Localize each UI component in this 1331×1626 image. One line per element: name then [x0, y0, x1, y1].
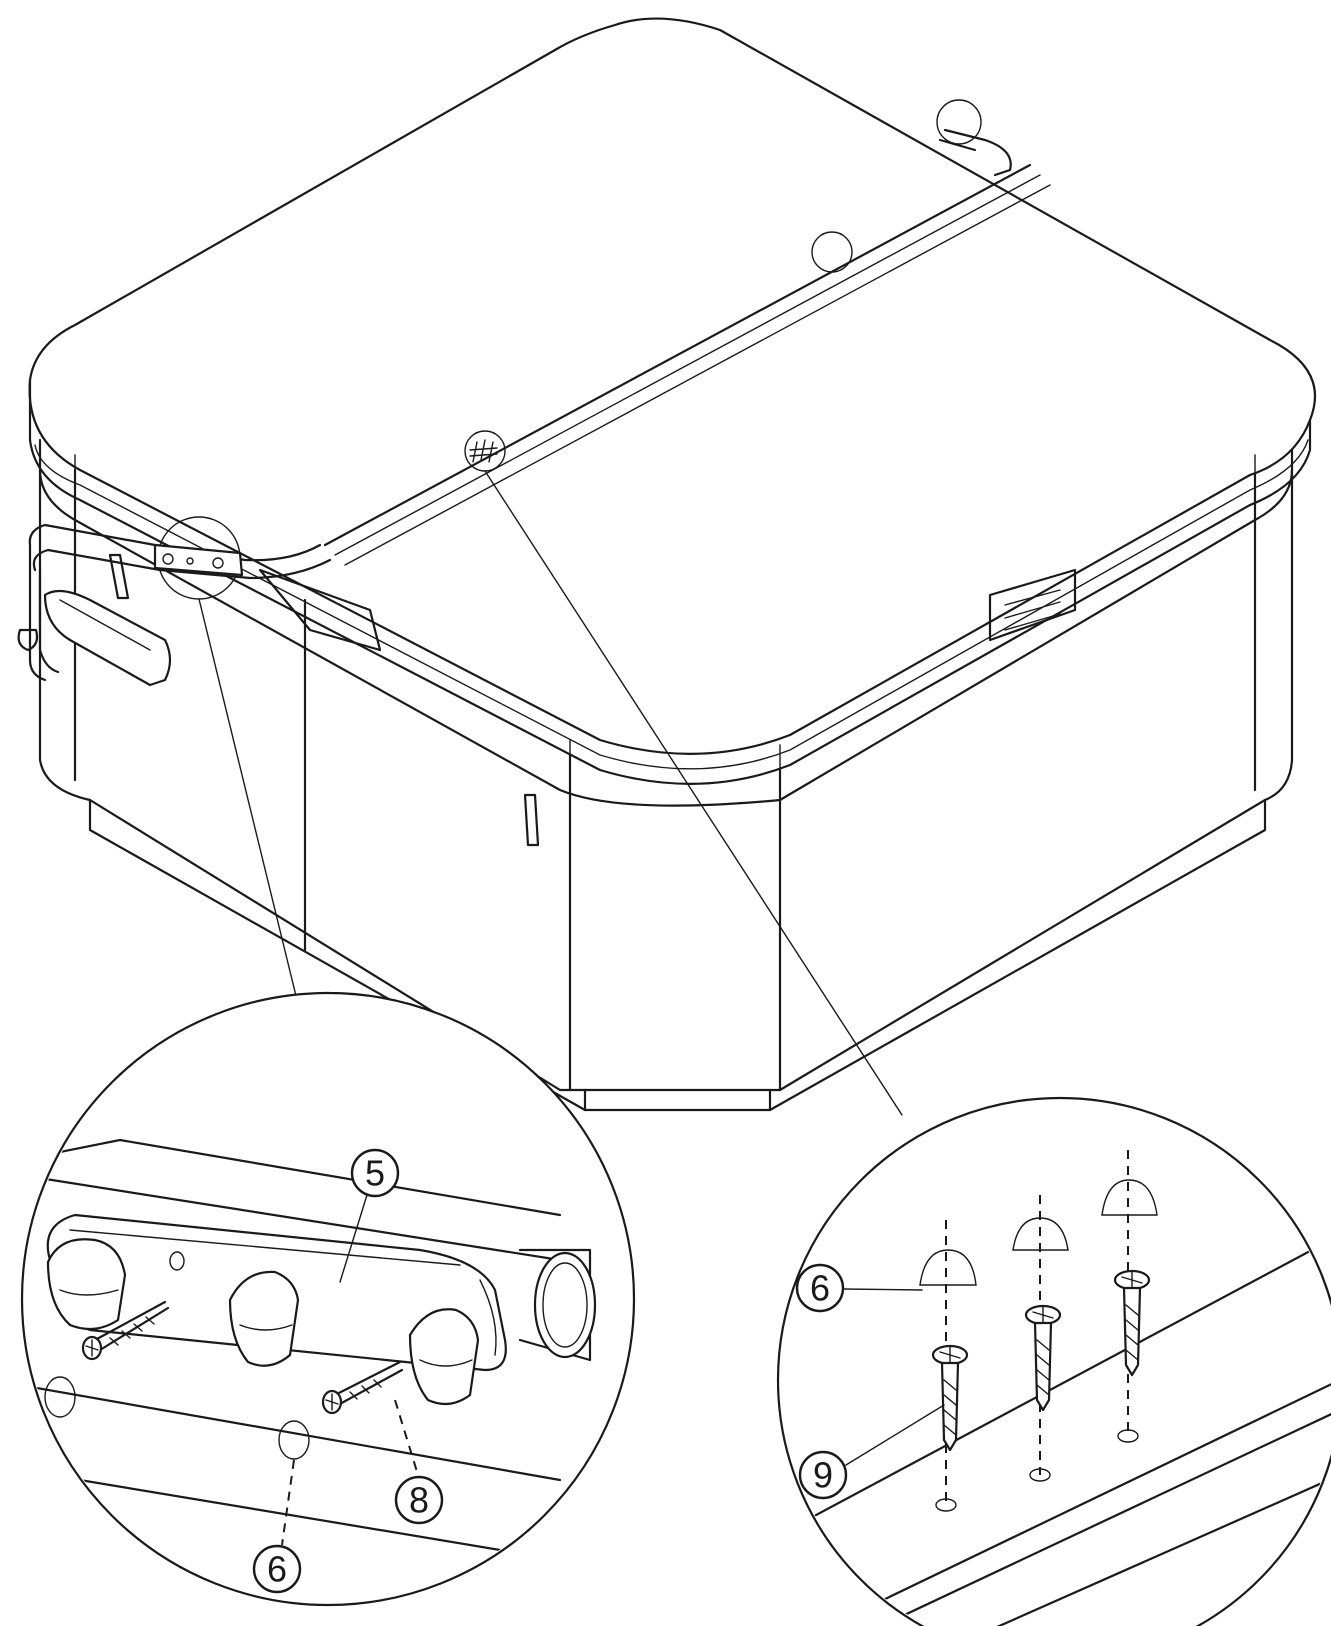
right-detail-view: 6 9	[776, 1096, 1331, 1626]
cap-dome-3	[1101, 1179, 1158, 1216]
knob-right	[408, 1308, 480, 1406]
zoom-leader-lines	[198, 470, 903, 1116]
left-detail-view: 5 6 8	[20, 991, 636, 1607]
knob-center	[228, 1270, 300, 1367]
callout-5-label: 5	[365, 1153, 385, 1194]
callout-9-label: 9	[813, 1455, 833, 1496]
callout-6-right-label: 6	[810, 1268, 830, 1309]
cap-left-loose	[44, 1376, 76, 1418]
screw-right	[321, 1360, 404, 1415]
anchor-screw-3	[1113, 1269, 1151, 1377]
detail-marker-hinge	[936, 99, 982, 145]
callout-6-left: 6	[252, 1544, 302, 1594]
callout-5: 5	[339, 1148, 400, 1283]
callout-8: 8	[394, 1475, 444, 1525]
cap-dome-2	[1012, 1217, 1069, 1251]
screw-left	[81, 1300, 170, 1361]
callout-8-label: 8	[409, 1480, 429, 1521]
anchor-screw-2	[1024, 1304, 1062, 1412]
anchor-screw-1	[931, 1344, 969, 1452]
callout-6-right: 6	[795, 1263, 845, 1313]
cap-dome-1	[919, 1249, 977, 1286]
knob-left	[46, 1238, 127, 1331]
spa-cover	[28, 17, 1317, 847]
cap-center-loose	[278, 1420, 310, 1460]
callout-6-left-label: 6	[267, 1549, 287, 1590]
detail-marker-mid	[811, 231, 853, 273]
callout-9: 9	[798, 1450, 848, 1500]
